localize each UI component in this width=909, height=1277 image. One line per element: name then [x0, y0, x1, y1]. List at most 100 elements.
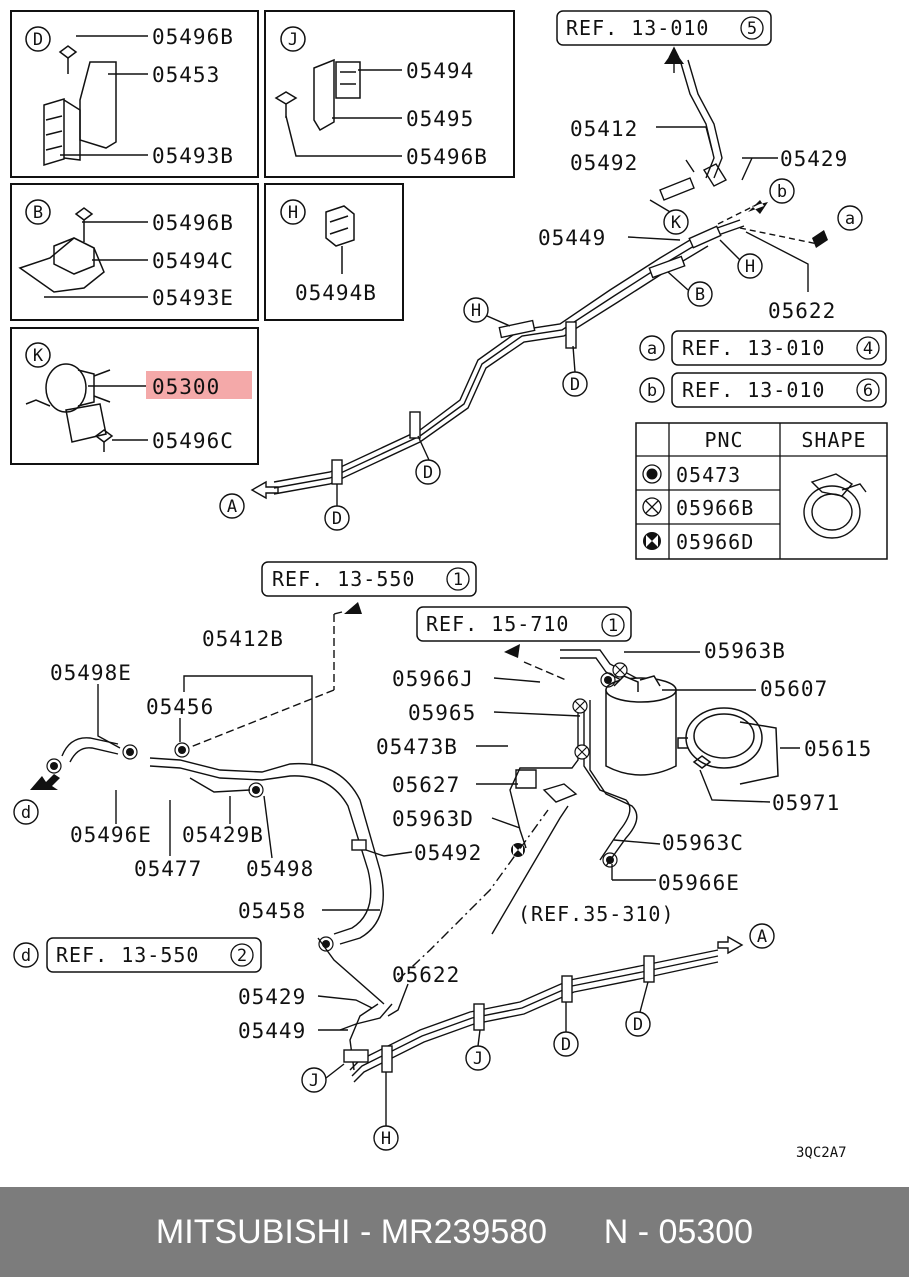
ref-box-d: d REF. 13-550 2 — [13, 937, 262, 973]
svg-text:H: H — [288, 203, 298, 223]
svg-text:D: D — [570, 375, 580, 395]
svg-text:J: J — [473, 1049, 483, 1069]
hose-clamp-symbols — [46, 662, 628, 952]
detail-box-h: H 05494B — [264, 183, 404, 321]
svg-text:05496B: 05496B — [152, 211, 234, 235]
svg-text:SHAPE: SHAPE — [801, 428, 866, 452]
symbol-solid-dot-icon — [46, 758, 62, 774]
symbol-solid-dot-icon — [602, 852, 618, 868]
symbol-solid-dot-icon — [642, 464, 662, 484]
svg-text:05622: 05622 — [392, 963, 460, 987]
svg-text:b: b — [647, 381, 657, 401]
svg-text:05473B: 05473B — [376, 735, 458, 759]
svg-text:H: H — [471, 301, 481, 321]
svg-text:05477: 05477 — [134, 857, 202, 881]
svg-text:A: A — [227, 497, 237, 517]
svg-text:05622: 05622 — [768, 299, 836, 323]
symbol-bowtie-circle-icon — [643, 532, 661, 550]
arrow-a-out-icon — [250, 480, 279, 500]
svg-text:05498: 05498 — [246, 857, 314, 881]
svg-text:05971: 05971 — [772, 791, 840, 815]
pnc-shape-table: PNC SHAPE 05473 05966B 05966D — [635, 422, 888, 560]
svg-text:05495: 05495 — [406, 107, 474, 131]
svg-text:05453: 05453 — [152, 63, 220, 87]
svg-text:D: D — [33, 30, 43, 50]
svg-text:5: 5 — [747, 19, 757, 39]
svg-text:05966D: 05966D — [676, 530, 754, 554]
svg-text:05458: 05458 — [238, 899, 306, 923]
symbol-solid-dot-icon — [248, 782, 264, 798]
upper-clamps — [331, 225, 722, 485]
svg-text:05607: 05607 — [760, 677, 828, 701]
ref-box-13-010-5: REF. 13-010 5 — [556, 10, 772, 46]
svg-text:05494B: 05494B — [295, 281, 377, 305]
symbol-cross-circle-icon — [642, 497, 662, 517]
svg-text:05493E: 05493E — [152, 286, 234, 310]
svg-text:B: B — [33, 203, 43, 223]
svg-text:05963D: 05963D — [392, 807, 474, 831]
svg-text:H: H — [381, 1129, 391, 1149]
svg-text:05494: 05494 — [406, 59, 474, 83]
svg-text:05473: 05473 — [676, 463, 741, 487]
arrow-a-in-icon — [717, 935, 744, 955]
svg-text:05429: 05429 — [238, 985, 306, 1009]
svg-text:D: D — [561, 1035, 571, 1055]
svg-text:J: J — [288, 30, 298, 50]
bracket-05615-drawing — [677, 707, 779, 785]
symbol-solid-dot-icon — [122, 744, 138, 760]
ref-box-a: a REF. 13-010 4 — [639, 330, 887, 366]
svg-text:05492: 05492 — [414, 841, 482, 865]
svg-text:05966B: 05966B — [676, 496, 754, 520]
svg-text:REF. 13-010: REF. 13-010 — [682, 336, 825, 360]
svg-text:a: a — [845, 209, 855, 229]
footer-part-number: MR239580 — [380, 1212, 548, 1251]
svg-text:05492: 05492 — [570, 151, 638, 175]
svg-text:05429: 05429 — [780, 147, 848, 171]
detail-box-j: J 05494 05495 05496B — [264, 10, 515, 178]
symbol-cross-circle-icon — [572, 698, 588, 714]
svg-text:05615: 05615 — [804, 737, 872, 761]
svg-text:D: D — [332, 509, 342, 529]
arrow-d-icon — [30, 774, 60, 790]
svg-text:REF. 13-550: REF. 13-550 — [56, 943, 199, 967]
svg-text:05494C: 05494C — [152, 249, 234, 273]
arrow-a-icon — [812, 230, 828, 248]
symbol-cross-circle-icon — [612, 662, 628, 678]
svg-text:K: K — [33, 346, 44, 366]
footer-brand: MITSUBISHI — [155, 1212, 351, 1251]
svg-text:B: B — [695, 285, 705, 305]
svg-text:05456: 05456 — [146, 695, 214, 719]
lower-labels: 05412B 05498E 05456 05496E 05429B 05477 … — [50, 627, 872, 1043]
upper-labels: 05412 05492 05429 05449 05622 — [538, 117, 848, 323]
svg-text:REF. 13-550: REF. 13-550 — [272, 567, 415, 591]
svg-text:H: H — [745, 257, 755, 277]
canister-drawing — [605, 675, 677, 776]
svg-text:05627: 05627 — [392, 773, 460, 797]
upper-callouts — [219, 178, 863, 531]
svg-text:05449: 05449 — [238, 1019, 306, 1043]
lower-callouts — [13, 799, 775, 1151]
parts-diagram: D 05496B 05453 05493B J 05494 05495 0549… — [10, 10, 888, 1161]
svg-text:05493B: 05493B — [152, 144, 234, 168]
svg-text:A: A — [757, 927, 767, 947]
svg-text:2: 2 — [237, 946, 247, 966]
svg-text:1: 1 — [453, 570, 463, 590]
svg-text:05412B: 05412B — [202, 627, 284, 651]
symbol-cross-circle-icon — [574, 744, 590, 760]
svg-text:05496B: 05496B — [406, 145, 488, 169]
svg-text:05496C: 05496C — [152, 429, 234, 453]
footer-ref: N - 05300 — [603, 1212, 754, 1251]
symbol-solid-dot-icon — [600, 672, 616, 688]
svg-text:d: d — [21, 946, 31, 966]
detail-box-b: B 05496B 05494C 05493E — [10, 183, 259, 321]
footer-banner: MITSUBISHI - MR239580 N - 05300 — [0, 1187, 909, 1277]
valve-05627-drawing — [515, 769, 578, 803]
lower-leaders — [97, 611, 800, 1126]
ref-box-13-550-1: REF. 13-550 1 — [261, 561, 477, 597]
ref-box-15-710-1: REF. 15-710 1 — [416, 606, 632, 642]
highlighted-part: 05300 — [152, 375, 220, 399]
svg-text:05963B: 05963B — [704, 639, 786, 663]
svg-text:K: K — [671, 213, 682, 233]
svg-text:05966E: 05966E — [658, 871, 740, 895]
svg-text:a: a — [647, 339, 657, 359]
